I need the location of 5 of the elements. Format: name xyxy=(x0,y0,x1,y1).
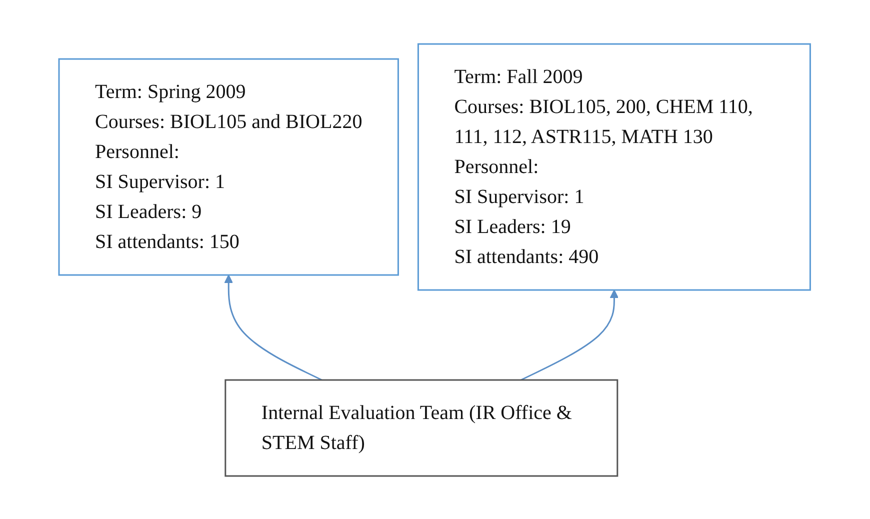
node-box: Term: Fall 2009 Courses: BIOL105, 200, CHEM 110, 111, 112, ASTR115, MATH 130 Personnel: SI Supervisor: 1 SI Leaders: 19 SI attendants: 490 xyxy=(418,42,812,290)
arrow xyxy=(520,289,619,380)
node-box: Term: Spring 2009 Courses: BIOL105 and BIOL220 Personnel: SI Supervisor: 1 SI Leaders: 9 SI attendants: 150 xyxy=(58,58,400,276)
arrow xyxy=(224,274,323,380)
node-box: Internal Evaluation Team (IR Office & STEM Staff) xyxy=(225,378,619,476)
